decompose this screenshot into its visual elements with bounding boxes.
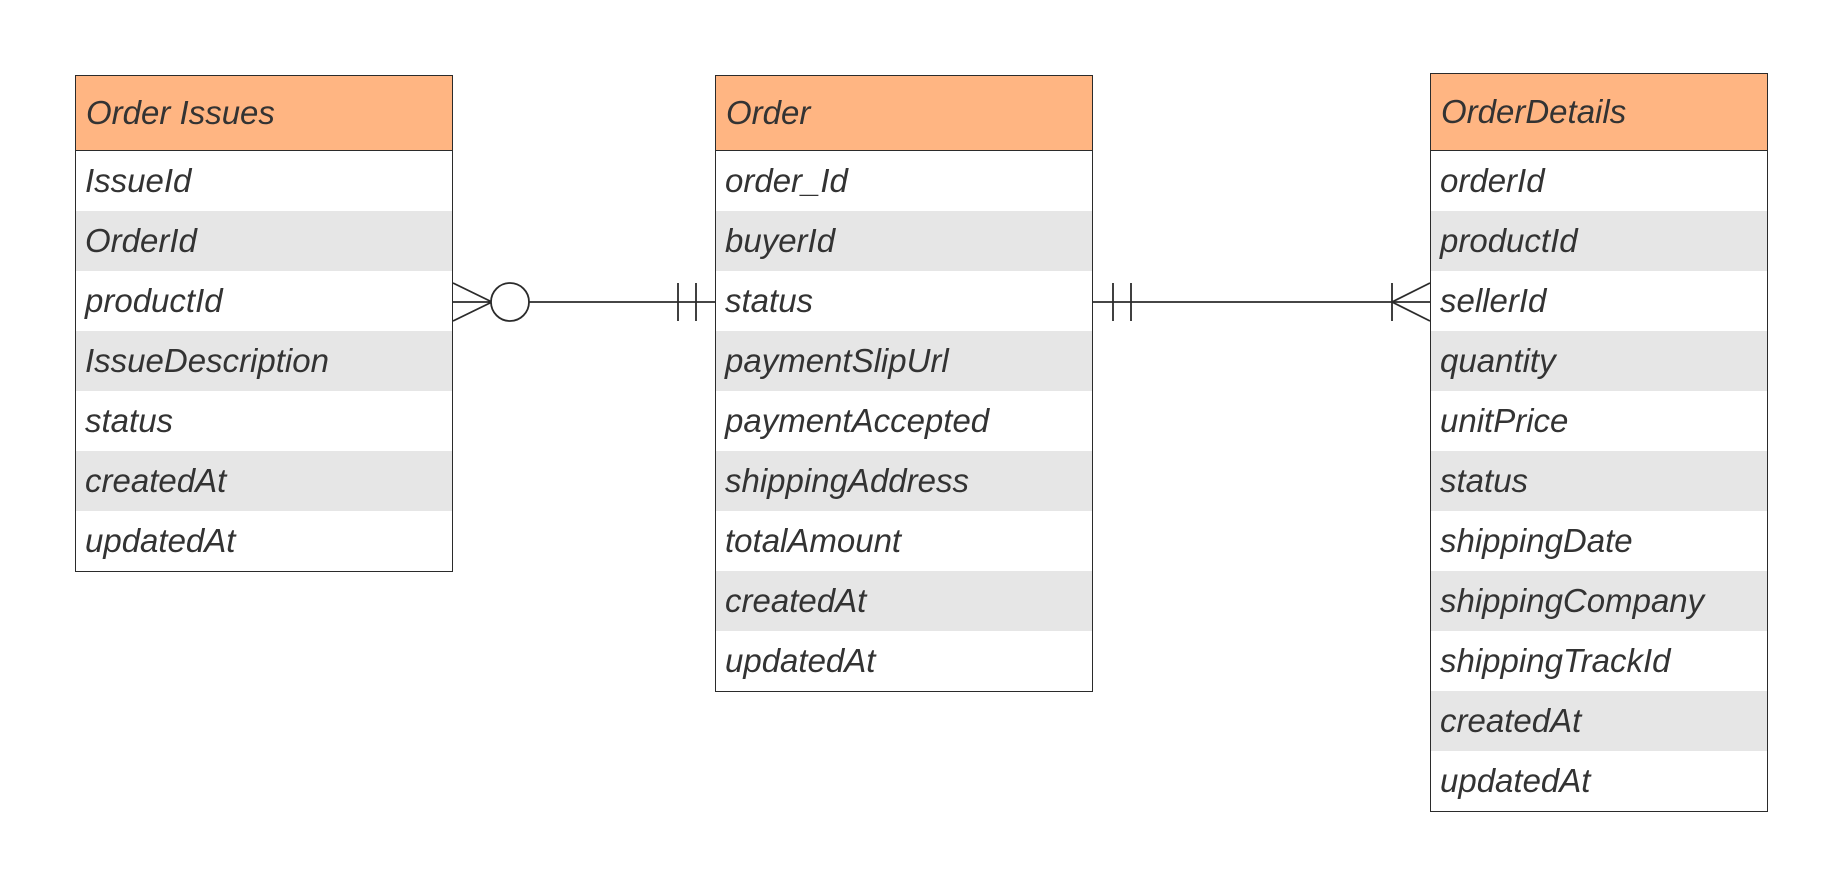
zero-optional-symbol <box>490 282 530 322</box>
entity-orderdetails[interactable]: OrderDetails orderId productId sellerId qua… <box>1430 73 1768 812</box>
entity-field[interactable]: IssueDescription <box>76 331 452 391</box>
entity-field[interactable]: shippingAddress <box>716 451 1092 511</box>
entity-fields: orderId productId sellerId quantity unitPric… <box>1431 151 1767 811</box>
crowsfoot-many-symbol <box>1391 282 1431 322</box>
entity-title: Order <box>716 76 1092 151</box>
entity-field[interactable]: totalAmount <box>725 522 902 559</box>
entity-field[interactable]: unitPrice <box>1440 402 1569 439</box>
entity-field[interactable]: productId <box>1431 211 1767 271</box>
entity-field[interactable]: order_Id <box>725 162 848 199</box>
entity-field[interactable]: shippingDate <box>1440 522 1633 559</box>
entity-field[interactable]: updatedAt <box>1440 762 1591 799</box>
entity-field[interactable]: OrderId <box>76 211 452 271</box>
entity-field[interactable]: status <box>725 282 814 319</box>
entity-field[interactable]: sellerId <box>1440 282 1547 319</box>
entity-field[interactable]: updatedAt <box>725 642 876 679</box>
relationship-order-issues-order[interactable] <box>452 282 715 322</box>
entity-field[interactable]: createdAt <box>716 571 1092 631</box>
entity-field[interactable]: createdAt <box>1431 691 1767 751</box>
entity-field[interactable]: shippingTrackId <box>1440 642 1671 679</box>
entity-field[interactable]: shippingCompany <box>1431 571 1767 631</box>
entity-field[interactable]: buyerId <box>716 211 1092 271</box>
entity-fields: order_Id buyerId status paymentSlipUrl payme… <box>716 151 1092 691</box>
entity-field[interactable]: createdAt <box>76 451 452 511</box>
relationship-order-orderdetails[interactable] <box>1093 282 1431 322</box>
entity-field[interactable]: paymentSlipUrl <box>716 331 1092 391</box>
entity-field[interactable]: IssueId <box>85 162 192 199</box>
entity-field[interactable]: orderId <box>1440 162 1545 199</box>
entity-order[interactable]: Order order_Id buyerId status paymentSlipUr… <box>715 75 1093 692</box>
entity-field[interactable]: paymentAccepted <box>725 402 990 439</box>
entity-field[interactable]: status <box>1431 451 1767 511</box>
entity-title: Order Issues <box>76 76 452 151</box>
entity-field[interactable]: productId <box>85 282 223 319</box>
entity-field[interactable]: status <box>85 402 174 439</box>
entity-field[interactable]: quantity <box>1431 331 1767 391</box>
entity-title: OrderDetails <box>1431 74 1767 151</box>
crowsfoot-many-symbol <box>452 282 493 322</box>
entity-field[interactable]: updatedAt <box>85 522 236 559</box>
